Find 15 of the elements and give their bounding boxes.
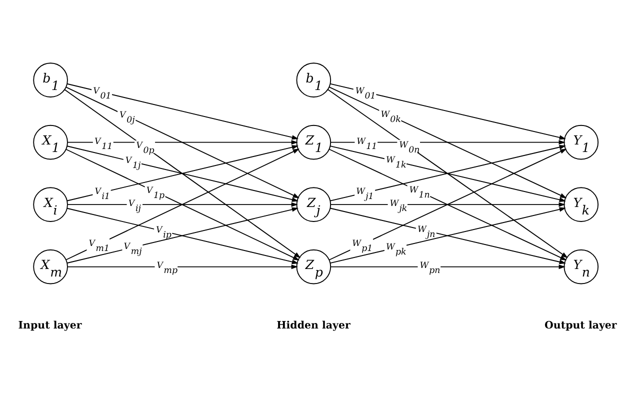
arrow — [328, 89, 568, 258]
label: Hidden layer — [276, 320, 350, 332]
arrow — [67, 140, 298, 145]
arrow — [67, 264, 298, 270]
label: Input layer — [18, 320, 82, 332]
label: Output layer — [544, 320, 617, 332]
arrow — [330, 83, 566, 140]
arrow — [66, 83, 299, 140]
arrow — [66, 148, 300, 260]
arrow — [64, 89, 301, 258]
arrow — [329, 148, 567, 260]
arrow — [330, 264, 566, 270]
arrow — [67, 202, 298, 207]
arrow — [330, 202, 566, 207]
arrow — [330, 140, 566, 145]
